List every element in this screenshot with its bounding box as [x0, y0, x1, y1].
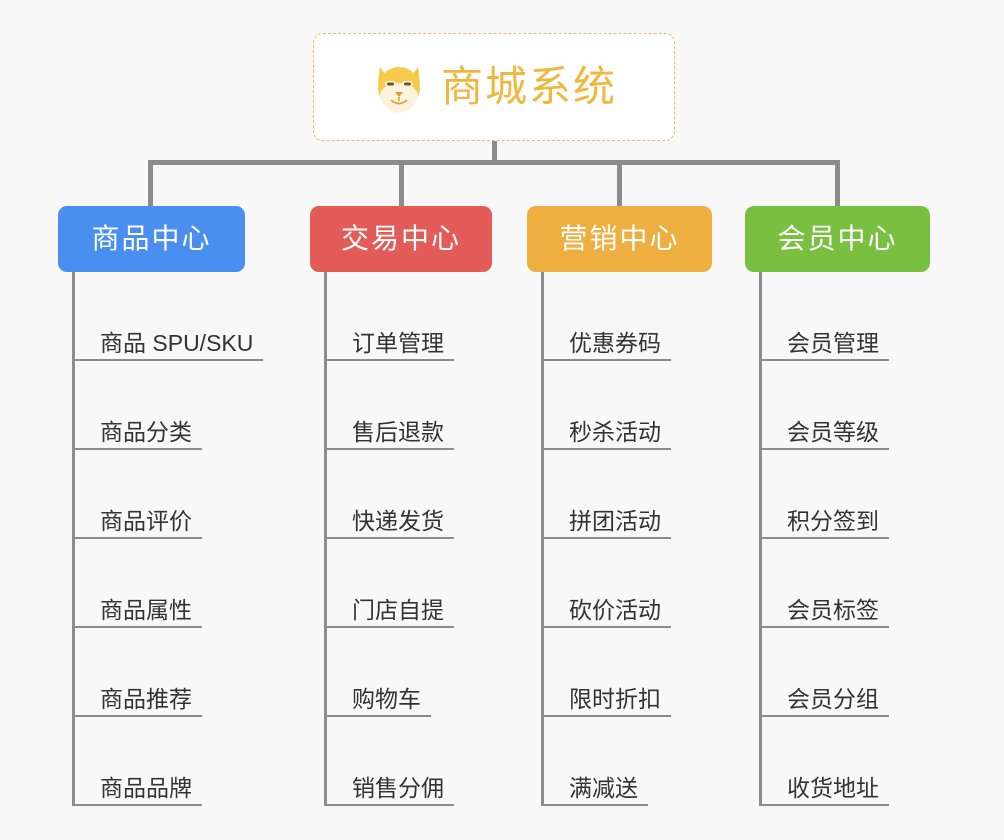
- leaf-label: 商品评价: [100, 508, 192, 534]
- leaf-label: 门店自提: [352, 597, 444, 623]
- leaf-spine: [759, 272, 762, 806]
- leaf-underline: [541, 715, 671, 717]
- leaf-item[interactable]: 会员标签: [759, 539, 889, 628]
- leaf-item[interactable]: 快递发货: [324, 450, 454, 539]
- leaf-item[interactable]: 会员等级: [759, 361, 889, 450]
- connector-drop-3: [617, 160, 622, 208]
- leaf-item[interactable]: 限时折扣: [541, 628, 671, 717]
- category-box-4[interactable]: 会员中心: [745, 206, 930, 272]
- root-node[interactable]: 商城系统: [313, 33, 675, 141]
- leaf-underline: [541, 448, 671, 450]
- leaf-underline: [72, 537, 202, 539]
- leaf-label: 商品品牌: [100, 775, 192, 801]
- leaf-item[interactable]: 商品品牌: [72, 717, 263, 806]
- leaf-underline: [72, 448, 202, 450]
- leaf-underline: [324, 804, 454, 806]
- leaf-item[interactable]: 售后退款: [324, 361, 454, 450]
- leaf-label: 商品推荐: [100, 686, 192, 712]
- leaf-underline: [72, 804, 202, 806]
- leaf-label: 会员等级: [787, 419, 879, 445]
- category-label-1: 商品中心: [91, 223, 212, 254]
- category-label-4: 会员中心: [777, 223, 898, 254]
- connector-drop-4: [835, 160, 840, 208]
- leaf-underline: [324, 626, 454, 628]
- leaf-underline: [541, 359, 671, 361]
- connector-horizontal-bus: [148, 160, 840, 165]
- leaf-column-1: 商品 SPU/SKU 商品分类商品评价商品属性商品推荐商品品牌: [72, 272, 263, 806]
- root-title: 商城系统: [440, 63, 617, 110]
- leaf-item[interactable]: 商品属性: [72, 539, 263, 628]
- connector-root-stem: [492, 141, 497, 163]
- leaf-label: 快递发货: [352, 508, 444, 534]
- leaf-item[interactable]: 拼团活动: [541, 450, 671, 539]
- leaf-item[interactable]: 订单管理: [324, 272, 454, 361]
- leaf-label: 满减送: [569, 775, 638, 801]
- leaf-item[interactable]: 购物车: [324, 628, 454, 717]
- leaf-item[interactable]: 门店自提: [324, 539, 454, 628]
- leaf-item[interactable]: 商品评价: [72, 450, 263, 539]
- leaf-item[interactable]: 积分签到: [759, 450, 889, 539]
- leaf-label: 购物车: [352, 686, 421, 712]
- leaf-underline: [541, 626, 671, 628]
- category-box-2[interactable]: 交易中心: [310, 206, 492, 272]
- leaf-label: 订单管理: [352, 330, 444, 356]
- leaf-underline: [72, 715, 202, 717]
- connector-drop-1: [148, 160, 153, 208]
- leaf-label: 商品分类: [100, 419, 192, 445]
- leaf-label: 限时折扣: [569, 686, 661, 712]
- leaf-item[interactable]: 商品 SPU/SKU: [72, 272, 263, 361]
- leaf-underline: [72, 626, 202, 628]
- leaf-label: 秒杀活动: [569, 419, 661, 445]
- leaf-item[interactable]: 秒杀活动: [541, 361, 671, 450]
- leaf-item[interactable]: 销售分佣: [324, 717, 454, 806]
- leaf-label: 收货地址: [787, 775, 879, 801]
- leaf-underline: [324, 448, 454, 450]
- leaf-label: 商品属性: [100, 597, 192, 623]
- category-box-1[interactable]: 商品中心: [58, 206, 245, 272]
- leaf-item[interactable]: 会员管理: [759, 272, 889, 361]
- connector-drop-2: [399, 160, 404, 208]
- leaf-label: 会员分组: [787, 686, 879, 712]
- leaf-label: 拼团活动: [569, 508, 661, 534]
- leaf-item[interactable]: 满减送: [541, 717, 671, 806]
- leaf-underline: [759, 804, 889, 806]
- leaf-underline: [541, 537, 671, 539]
- leaf-label: 会员标签: [787, 597, 879, 623]
- leaf-underline: [759, 537, 889, 539]
- leaf-underline: [72, 359, 263, 361]
- leaf-spine: [72, 272, 75, 806]
- leaf-underline: [759, 626, 889, 628]
- category-label-2: 交易中心: [340, 223, 461, 254]
- leaf-spine: [324, 272, 327, 806]
- leaf-underline: [324, 359, 454, 361]
- leaf-spine: [541, 272, 544, 806]
- leaf-column-3: 优惠券码秒杀活动拼团活动砍价活动限时折扣满减送: [541, 272, 671, 806]
- leaf-item[interactable]: 会员分组: [759, 628, 889, 717]
- leaf-underline: [324, 537, 454, 539]
- leaf-label: 砍价活动: [569, 597, 661, 623]
- leaf-underline: [759, 448, 889, 450]
- leaf-item[interactable]: 砍价活动: [541, 539, 671, 628]
- leaf-underline: [759, 359, 889, 361]
- leaf-label: 积分签到: [787, 508, 879, 534]
- category-label-3: 营销中心: [559, 223, 680, 254]
- category-box-3[interactable]: 营销中心: [527, 206, 712, 272]
- leaf-label: 售后退款: [352, 419, 444, 445]
- leaf-column-2: 订单管理售后退款快递发货门店自提购物车销售分佣: [324, 272, 454, 806]
- leaf-label: 优惠券码: [569, 330, 661, 356]
- leaf-underline: [324, 715, 431, 717]
- leaf-label: 销售分佣: [352, 775, 444, 801]
- leaf-item[interactable]: 优惠券码: [541, 272, 671, 361]
- leaf-item[interactable]: 商品分类: [72, 361, 263, 450]
- leaf-underline: [541, 804, 648, 806]
- leaf-column-4: 会员管理会员等级积分签到会员标签会员分组收货地址: [759, 272, 889, 806]
- shiba-dog-face-icon: [371, 59, 427, 115]
- leaf-label: 商品 SPU/SKU: [100, 330, 254, 356]
- leaf-underline: [759, 715, 889, 717]
- leaf-item[interactable]: 商品推荐: [72, 628, 263, 717]
- leaf-item[interactable]: 收货地址: [759, 717, 889, 806]
- leaf-label: 会员管理: [787, 330, 879, 356]
